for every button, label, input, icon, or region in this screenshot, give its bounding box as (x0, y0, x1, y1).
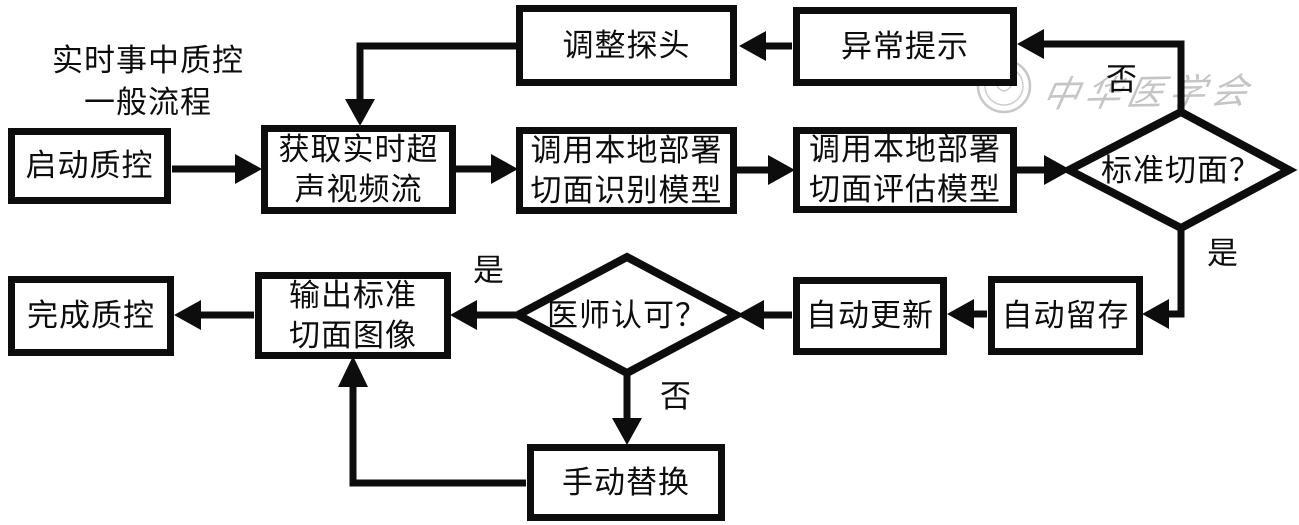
edge-recognize-to-evaluate (735, 155, 795, 185)
edge-manual-to-output (338, 356, 526, 487)
node-acquire-video: 获取实时超 声视频流 (261, 125, 456, 214)
edge-autoupdate-to-approve (737, 300, 792, 330)
decision-doctor-approve-shape (509, 252, 745, 378)
node-manual-replace: 手动替换 (527, 444, 725, 521)
branch-label-standard-no: 否 (1106, 62, 1137, 97)
edge-start-to-acquire (172, 154, 262, 184)
node-evaluation-model: 调用本地部署 切面评估模型 (793, 127, 1017, 213)
node-abnormal-alert: 异常提示 (793, 7, 1017, 86)
node-auto-update: 自动更新 (793, 277, 947, 355)
branch-label-approve-yes: 是 (473, 253, 504, 288)
node-complete-qc: 完成质控 (8, 276, 174, 356)
decision-doctor-approve-label: 医师认可？ (547, 298, 707, 333)
edge-adjust-to-acquire (345, 42, 517, 126)
edge-standard-yes-to-autosave (1142, 227, 1185, 329)
node-auto-save: 自动留存 (988, 276, 1143, 355)
edge-acquire-to-recognize (455, 154, 518, 184)
edge-autosave-to-autoupdate (947, 299, 987, 329)
edge-approve-yes-to-output (450, 300, 517, 330)
edge-approve-no-to-manual (612, 372, 642, 445)
edge-alert-to-adjust (739, 31, 792, 61)
edge-output-to-complete (174, 300, 254, 330)
node-start-qc: 启动质控 (8, 128, 171, 204)
node-output-image: 输出标准 切面图像 (255, 272, 451, 359)
branch-label-standard-yes: 是 (1207, 236, 1238, 271)
decision-standard-plane-label: 标准切面？ (1101, 153, 1261, 188)
branch-label-approve-no: 否 (660, 379, 691, 414)
node-recognition-model: 调用本地部署 切面识别模型 (516, 127, 737, 214)
edge-evaluate-to-standard (1015, 155, 1071, 185)
decision-standard-plane-shape (1060, 107, 1298, 233)
node-adjust-probe: 调整探头 (516, 5, 737, 86)
edge-standard-no-to-alert (1017, 29, 1185, 115)
diagram-title: 实时事中质控 一般流程 (52, 43, 244, 120)
